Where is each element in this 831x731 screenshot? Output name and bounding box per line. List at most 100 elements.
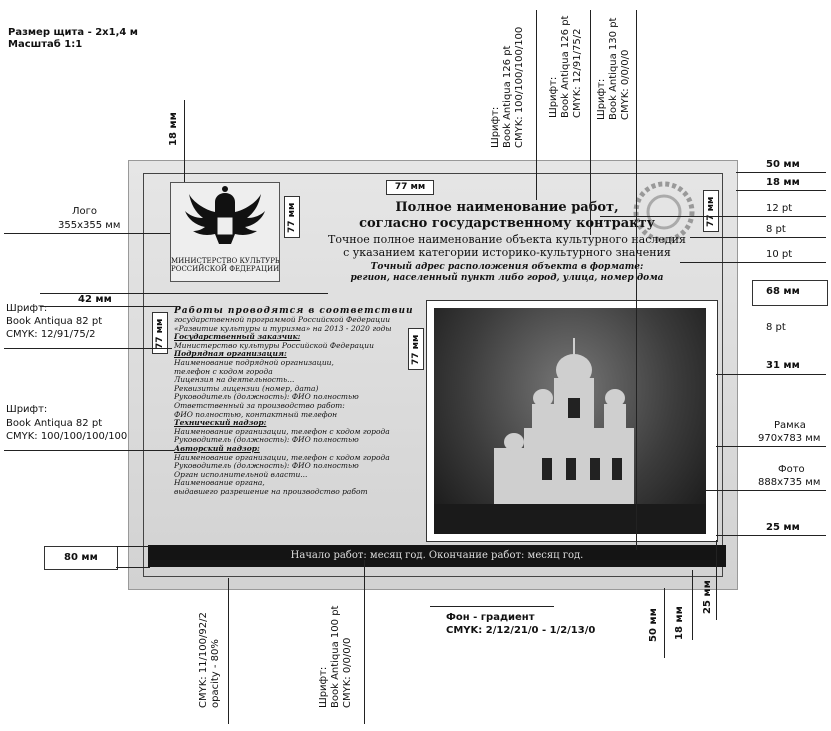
frame-leader-line [716,446,826,447]
dim-18mm-label: 18 мм [766,177,800,188]
cmyk-fill-annotation: CMYK: 11/100/92/2 opacity - 80% [198,612,221,708]
body-line: Подрядная организация: [174,349,287,359]
dim-80mm-label: 80 мм [64,552,98,563]
dim-50mm-line [736,172,826,173]
body-line: Руководитель (должность): ФИО полностью [174,392,359,402]
body-line: Лицензия на деятельность... [174,375,295,385]
font-b-annotation: Шрифт: Book Antiqua 126 pt CMYK: 12/91/7… [548,15,583,118]
dimension-77mm-right-box: 77 мм [703,190,719,232]
dim-80mm-box [44,546,118,570]
body-line: Руководитель (должность): ФИО полностью [174,435,359,445]
dim-31mm-label: 31 мм [766,360,800,371]
body-line: Авторский надзор: [174,443,260,453]
dim-31mm-line [716,374,826,375]
pt10-line [680,262,826,263]
bg-gradient-cmyk: CMYK: 2/12/21/0 - 1/2/13/0 [446,625,596,636]
font2-leader-line [4,450,174,451]
dim-42mm-bottom-line [40,306,180,307]
address-line-2: регион, населенный пункт либо город, ули… [350,273,664,283]
dim-50mm-bottom-label: 50 мм [648,608,659,642]
logo-caption: МИНИСТЕРСТВО КУЛЬТУРЫ РОССИЙСКОЙ ФЕДЕРАЦ… [171,257,280,273]
font-c-leader-line [636,10,637,550]
address-line-1: Точный адрес расположения объекта в форм… [370,262,644,272]
dim-50mm-bottom-line [664,588,665,658]
body-line: Технический надзор: [174,418,267,428]
dimension-77mm-left-box: 77 мм [152,312,168,354]
font-a-leader-line [536,10,537,200]
body-line: «Развитие культуры и туризма» на 2013 - … [174,323,392,333]
body-line: телефон с кодом города [174,366,273,376]
body-line: Орган исполнительной власти... [174,469,308,479]
body-line: Наименование организации, телефон с кодо… [174,426,390,436]
font1-leader-line [4,348,172,349]
body-line: выдавшего разрешение на производство раб… [174,486,368,496]
dim-18mm-bottom-label: 18 мм [674,606,685,640]
pt10-label: 10 pt [766,249,793,260]
footer-font-leader-line [364,560,365,724]
pt8a-label: 8 pt [766,224,786,235]
bg-gradient-label: Фон - градиент [446,612,535,623]
photo-leader-line [700,490,826,491]
pt12-label: 12 pt [766,203,793,214]
body-line: Работы проводятся в соответствии с [174,306,414,316]
title-line-1: Полное наименование работ, [395,200,619,215]
dimension-77mm-title: 77 мм [386,180,434,195]
dim-42mm-label: 42 мм [78,294,112,305]
photo-label: Фото [778,464,805,475]
logo-label: Лого [72,206,98,217]
dim-18mm-top-label: 18 мм [168,112,179,146]
dim-68mm-label: 68 мм [766,286,800,297]
body-line: Наименование организации, телефон с кодо… [174,452,390,462]
dim-68mm-box [752,280,828,306]
body-line: Государственный заказчик: [174,332,301,342]
pt12-line [600,216,826,217]
body-line: Наименование подрядной организации, [174,357,334,367]
dim-18mm-line [736,190,826,191]
frame-size: 970х783 мм [758,433,821,444]
footer-dates-bar: Начало работ: месяц год. Окончание работ… [148,545,726,567]
church-silhouette-icon [434,338,706,534]
dim-25mm-bottom-line [716,540,717,620]
body-line: Ответственный за производство работ: [174,400,345,410]
font-b-leader-line [590,10,591,235]
double-eagle-emblem-icon [185,186,265,244]
church-photo [434,308,706,534]
body-line: Реквизиты лицензии (номер, дата) [174,383,319,393]
dim-18mm-bottom-line [692,570,693,640]
cmyk-fill-leader-line [228,578,229,724]
font2-cmyk: CMYK: 100/100/100/100 [6,431,128,442]
photo-size: 888х735 мм [758,477,821,488]
title-line-2: согласно государственному контракту [359,216,655,231]
body-line: Министерство культуры Российской Федерац… [174,340,374,350]
font1-label: Шрифт: [6,303,48,314]
font1-cmyk: CMYK: 12/91/75/2 [6,329,96,340]
font2-label: Шрифт: [6,404,48,415]
frame-label: Рамка [774,420,806,431]
body-line: Руководитель (должность): ФИО полностью [174,461,359,471]
font1-name: Book Antiqua 82 pt [6,316,103,327]
object-line-2: с указанием категории историко-культурно… [343,246,671,259]
pt8a-line [690,237,826,238]
board-inner-border [143,173,723,577]
pt8b-label: 8 pt [766,322,786,333]
dim-25mm-line [716,535,826,536]
logo-box: МИНИСТЕРСТВО КУЛЬТУРЫ РОССИЙСКОЙ ФЕДЕРАЦ… [170,182,280,282]
object-line-1: Точное полное наименование объекта культ… [328,233,686,246]
dimension-77mm-photo-box: 77 мм [408,328,424,370]
body-line: ФИО полностью, контактный телефон [174,409,338,419]
dimension-77mm-logo-box: 77 мм [284,196,300,238]
footer-font-annotation: Шрифт: Book Antiqua 100 pt CMYK: 0/0/0/0 [318,605,353,708]
dim-18mm-top-line [184,100,185,182]
font-a-annotation: Шрифт: Book Antiqua 126 pt CMYK: 100/100… [490,26,525,148]
font-c-annotation: Шрифт: Book Antiqua 130 pt CMYK: 0/0/0/0 [596,17,631,120]
dim-25mm-label: 25 мм [766,522,800,533]
logo-size: 355х355 мм [58,220,121,231]
scale-label: Масштаб 1:1 [8,39,83,50]
dim-42mm-top-line [40,293,328,294]
dim-25mm-bottom-label: 25 мм [702,580,713,614]
bg-gradient-line [430,606,554,607]
font2-name: Book Antiqua 82 pt [6,418,103,429]
dim-80mm-bottom-line [116,567,150,568]
body-line: Наименование органа, [174,478,265,488]
